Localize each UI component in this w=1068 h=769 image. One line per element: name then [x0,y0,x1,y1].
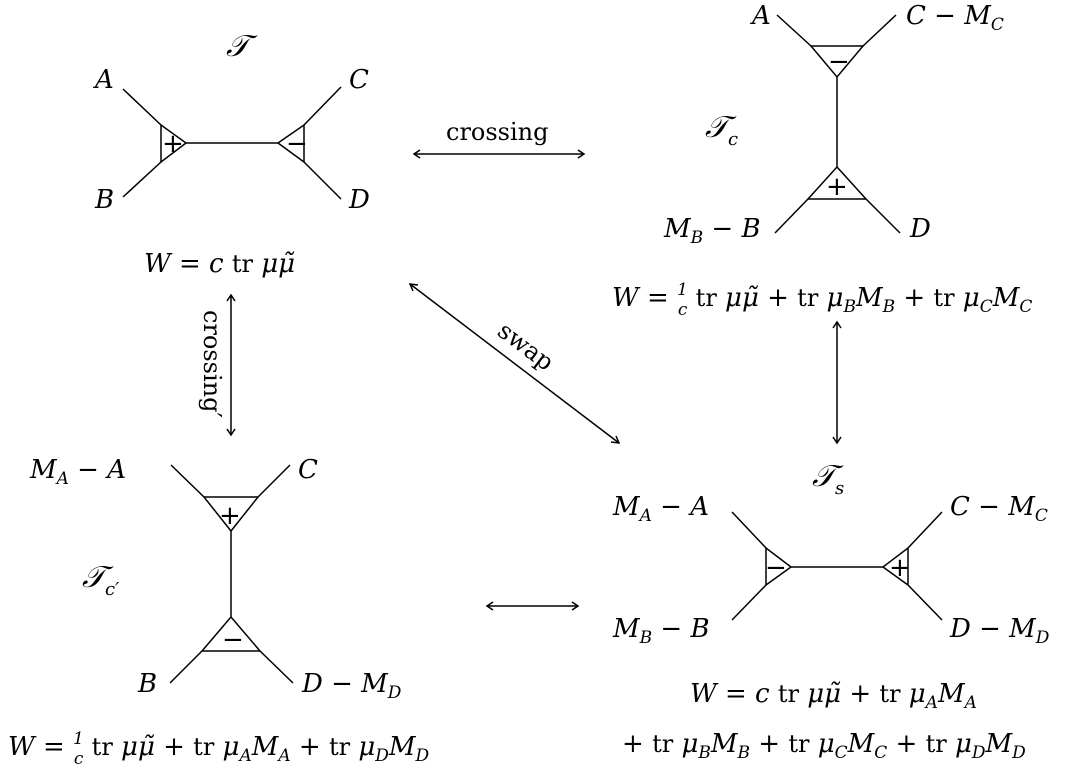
label-A: MA − A [612,492,709,526]
diagram-Ts-name: 𝒯s [812,459,844,499]
label-D: D − MD [301,669,402,703]
leg-D [865,198,901,234]
arrow-bottom-head-right [571,601,580,611]
arrow-right-head-bottom [832,436,842,445]
arrow-right [832,320,842,445]
diagram-T-name: 𝒯 [226,29,258,64]
vertex-top-sign: + [219,501,241,531]
label-D: D − MD [949,614,1050,648]
arrow-right-head-top [832,320,842,329]
label-B: MB − B [612,614,710,648]
label-D: D [909,214,931,244]
leg-C [257,464,291,498]
vertex-right [276,123,305,164]
label-B: MB − B [663,214,761,248]
leg-D [907,584,943,621]
vertex-right [881,546,909,587]
label-C: C [349,65,369,95]
leg-D [303,161,342,200]
label-B: B [94,185,114,215]
arrow-top-head-left [412,149,421,159]
leg-A [122,88,162,126]
vertex-bottom-sign: − [222,625,244,655]
vertex-bottom [200,615,262,652]
vertex-right-sign: + [889,553,911,583]
leg-A [731,511,767,549]
diagram-T: 𝒯 + − A B C D W = c tr μμ̃ [93,29,370,279]
diagram-Tcp-name: 𝒯c′ [82,560,119,600]
leg-D [259,650,294,684]
vertex-bottom [806,165,868,200]
arrow-left-label: crossing′ [198,310,226,418]
diagram-Ts: 𝒯s − + MA − A MB − B C − MC D − MD W = c… [612,459,1050,763]
vertex-top-sign: − [828,47,850,77]
diagram-Tc-name: 𝒯c [705,110,738,150]
arrow-diagonal-label: swap [492,316,559,376]
leg-A [170,464,205,498]
vertex-left-sign: + [162,129,184,159]
leg-C [907,511,943,549]
vertex-top [809,45,865,79]
arrow-diagonal-head-bottom [610,435,621,444]
arrow-bottom [485,601,580,611]
arrow-top-head-right [577,149,586,159]
label-A: A [750,1,771,31]
label-A: A [93,65,114,95]
leg-C [862,14,897,47]
superpotential-T: W = c tr μμ̃ [144,249,295,279]
arrow-diagonal: swap [408,283,621,444]
vertex-top [202,496,260,533]
leg-B [169,650,203,684]
label-C: C − MC [906,1,1004,35]
leg-B [774,198,809,234]
superpotential-Ts-line1: W = c tr μμ̃ + tr μAMA [690,679,977,713]
label-C: C − MC [950,492,1048,526]
leg-B [731,584,767,621]
vertex-left-sign: − [765,553,787,583]
superpotential-Ts-line2: + tr μBMB + tr μCMC + tr μDMD [622,729,1026,763]
leg-B [122,161,162,198]
arrow-left-head-top [226,293,236,302]
arrow-top-label: crossing [446,118,549,146]
arrow-left-head-bottom [226,428,236,437]
leg-C [303,86,342,126]
label-B: B [137,669,157,699]
vertex-left [765,546,793,587]
arrow-left: crossing′ [198,293,236,437]
arrow-top: crossing [412,118,586,159]
arrow-diagonal-head-top [408,283,419,292]
label-A: MA − A [29,455,126,489]
label-D: D [348,185,370,215]
arrow-bottom-head-left [485,601,494,611]
vertex-left [160,123,188,164]
label-C: C [298,455,318,485]
vertex-bottom-sign: + [826,172,848,202]
vertex-right-sign: − [286,129,308,159]
leg-A [776,14,812,47]
arrow-diagonal-line [409,283,620,444]
